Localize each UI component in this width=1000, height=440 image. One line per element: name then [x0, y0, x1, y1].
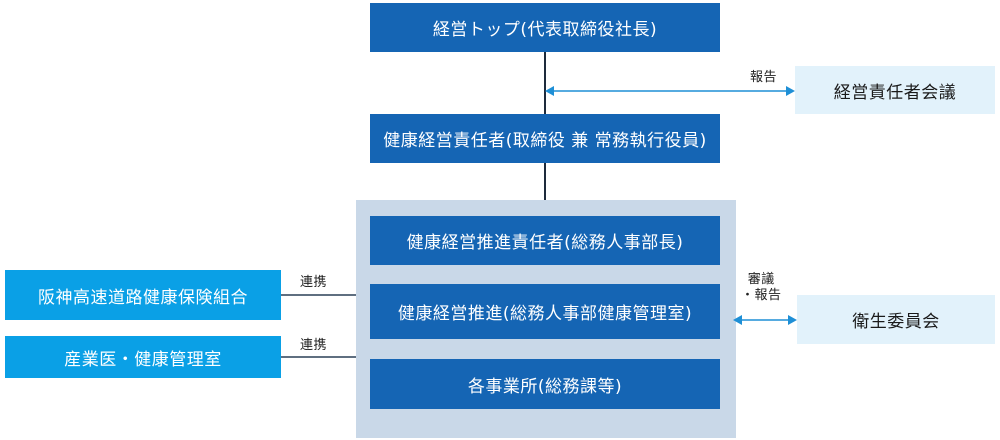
connector-union — [281, 294, 356, 296]
connector-doctor — [281, 356, 356, 358]
union-link-label: 連携 — [300, 275, 328, 290]
health-insurance-union-box: 阪神高速道路健康保険組合 — [5, 270, 281, 320]
health-committee-box: 衛生委員会 — [797, 295, 995, 344]
promotion-head-box: 健康経営推進責任者(総務人事部長) — [370, 216, 720, 265]
deliberate-arrow — [733, 315, 797, 325]
report-label: 報告 — [750, 70, 778, 85]
connector-officer-group — [544, 163, 546, 200]
doctor-link-label: 連携 — [300, 338, 328, 353]
deliberate-label-line1: 審議 — [747, 272, 775, 287]
occupational-doctor-box: 産業医・健康管理室 — [5, 336, 281, 378]
deliberate-label: 審議 ・報告 — [741, 272, 782, 304]
connector-top-officer — [544, 52, 546, 114]
report-arrow — [545, 86, 795, 96]
management-meeting-box: 経営責任者会議 — [795, 66, 995, 114]
deliberate-label-line2: ・報告 — [741, 288, 782, 303]
promotion-box: 健康経営推進(総務人事部健康管理室) — [370, 284, 720, 339]
top-management-box: 経営トップ(代表取締役社長) — [370, 3, 720, 52]
health-officer-box: 健康経営責任者(取締役 兼 常務執行役員) — [370, 114, 720, 163]
offices-box: 各事業所(総務課等) — [370, 359, 720, 409]
